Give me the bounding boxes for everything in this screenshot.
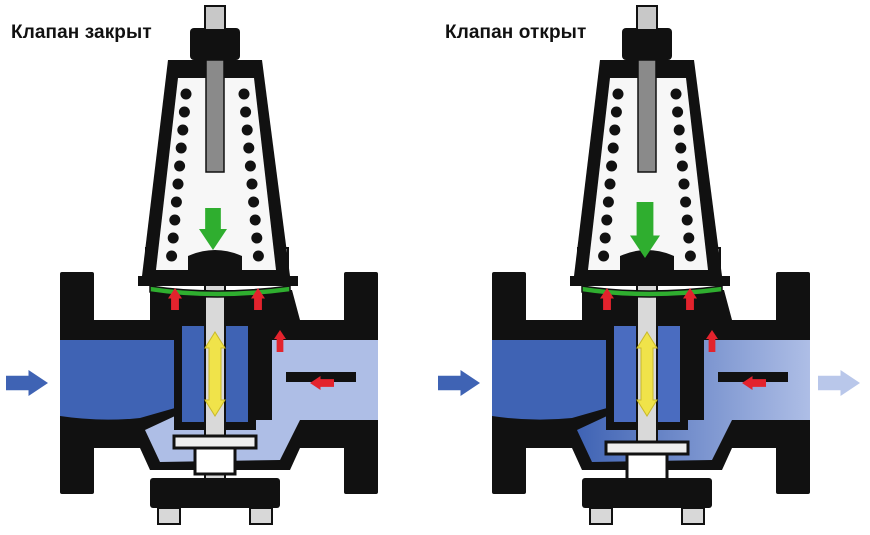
bottom-bolt-left	[589, 507, 613, 525]
spring-coil	[251, 232, 263, 244]
force-arrow-icon	[199, 208, 227, 250]
spring-coil	[675, 142, 687, 154]
screw-tip	[636, 5, 658, 31]
pressure-arrow-icon	[706, 330, 718, 352]
spring-coil	[240, 106, 252, 118]
spring-coil	[167, 232, 179, 244]
screw-tip	[204, 5, 226, 31]
spring-coil	[174, 160, 186, 172]
spring-coil	[678, 178, 690, 190]
spring-coil	[246, 178, 258, 190]
inlet-chamber	[60, 340, 175, 420]
bonnet-flange	[138, 276, 298, 286]
spring-coil	[601, 214, 613, 226]
spring-coil	[609, 124, 621, 136]
lock-nut	[190, 28, 240, 60]
spring-coil	[602, 196, 614, 208]
outlet-arrow-icon	[818, 370, 860, 396]
spring-plate	[620, 250, 674, 272]
spring-coil	[683, 232, 695, 244]
spring-coil	[175, 142, 187, 154]
adjusting-screw	[205, 59, 225, 173]
spring-coil	[684, 250, 696, 262]
outlet-sensing-tube	[286, 372, 356, 382]
spring-coil	[169, 214, 181, 226]
pressure-arrow-icon	[683, 288, 697, 310]
pressure-arrow-icon	[274, 330, 286, 352]
bottom-bolt-right	[249, 507, 273, 525]
valve-closed-panel	[6, 5, 378, 525]
spring-coil	[673, 124, 685, 136]
spring-coil	[676, 160, 688, 172]
spring-coil	[606, 160, 618, 172]
outlet-chamber	[145, 340, 378, 462]
outlet-chamber	[577, 340, 810, 462]
lock-nut	[622, 28, 672, 60]
bottom-bolt-left	[157, 507, 181, 525]
stroke-arrow-icon	[204, 331, 226, 417]
stroke-arrow-icon	[636, 331, 658, 417]
pressure-arrow-icon	[168, 288, 182, 310]
spring-coil	[249, 214, 261, 226]
spring-coil	[180, 88, 192, 100]
inner-wall	[688, 312, 704, 420]
spring-coil	[172, 178, 184, 190]
force-arrow-icon	[630, 202, 660, 258]
spring-coil	[670, 88, 682, 100]
inlet-arrow-icon	[438, 370, 480, 396]
disc-holder	[193, 446, 237, 476]
pressure-arrow-icon	[310, 376, 334, 390]
bottom-cover	[582, 478, 712, 508]
caption-valve-closed: Клапан закрыт	[11, 22, 152, 43]
spring-plate	[188, 250, 242, 272]
spring-coil	[170, 196, 182, 208]
spring-coil	[680, 196, 692, 208]
spring-coil	[681, 214, 693, 226]
pressure-arrow-icon	[600, 288, 614, 310]
valve-disc	[604, 440, 690, 456]
outlet-sensing-tube	[718, 372, 788, 382]
inlet-arrow-icon	[6, 370, 48, 396]
spring-coil	[243, 142, 255, 154]
disc-holder	[625, 452, 669, 482]
spring-coil	[672, 106, 684, 118]
spring-coil	[612, 88, 624, 100]
inner-wall	[256, 312, 272, 420]
valve-open-panel	[438, 5, 860, 525]
inlet-chamber	[492, 340, 607, 420]
spring-coil	[610, 106, 622, 118]
spring-coil	[248, 196, 260, 208]
spring-coil	[252, 250, 264, 262]
pressure-arrow-icon	[251, 288, 265, 310]
pressure-arrow-icon	[742, 376, 766, 390]
spring-coil	[178, 106, 190, 118]
valve-disc	[172, 434, 258, 450]
spring-coil	[599, 232, 611, 244]
spring-coil	[166, 250, 178, 262]
spring-coil	[177, 124, 189, 136]
spring-coil	[241, 124, 253, 136]
bottom-bolt-right	[681, 507, 705, 525]
spring-coil	[598, 250, 610, 262]
caption-valve-open: Клапан открыт	[445, 22, 587, 43]
spring-coil	[604, 178, 616, 190]
spring-coil	[244, 160, 256, 172]
adjusting-screw	[637, 59, 657, 173]
spring-coil	[607, 142, 619, 154]
spring-coil	[238, 88, 250, 100]
bonnet-flange	[570, 276, 730, 286]
bottom-cover	[150, 478, 280, 508]
